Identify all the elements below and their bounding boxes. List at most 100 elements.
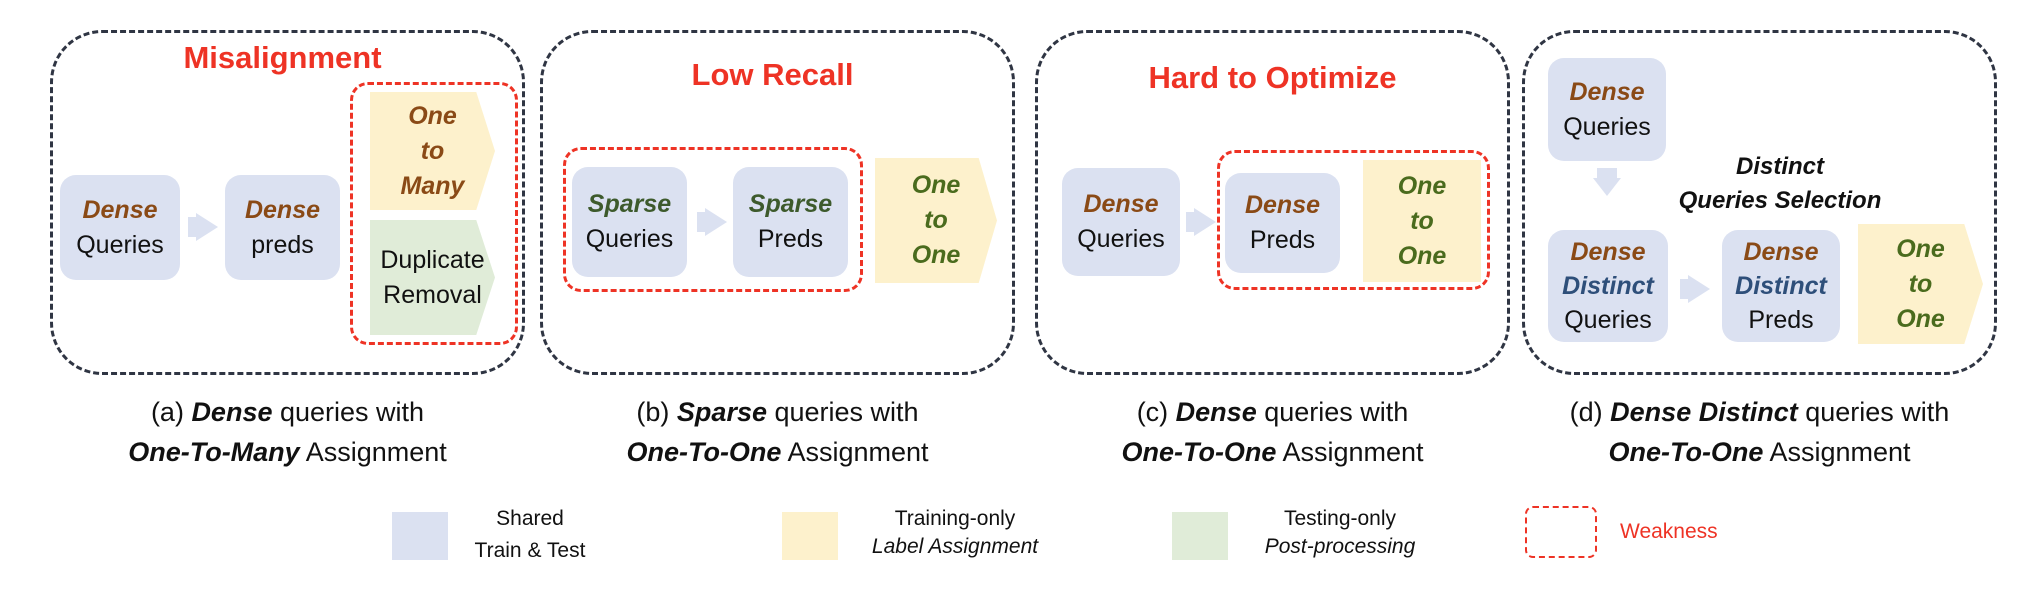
selection-line-2: Queries Selection	[1678, 187, 1882, 214]
arrow-body	[188, 217, 198, 237]
box-label-top: Dense	[1244, 191, 1321, 219]
selection-line-1: Distinct	[1735, 153, 1824, 180]
arrow-body	[1186, 212, 1196, 232]
caption-suffix: queries with	[1256, 397, 1409, 427]
assign-label-1: One	[408, 101, 457, 130]
assign-label-3: One	[911, 241, 961, 269]
legend-shared-swatch	[392, 512, 448, 560]
panel-c-dense-preds-box: Dense Preds	[1225, 173, 1340, 273]
box-label-bottom: Queries	[76, 230, 164, 259]
box-label-top: Dense	[1743, 238, 1819, 266]
box-label-top: Dense	[82, 195, 158, 224]
box-label-mid: Distinct	[1562, 272, 1654, 300]
panel-b-title: Low Recall	[691, 57, 854, 92]
assign-label-3: One	[1397, 241, 1447, 270]
box-label-bottom: Queries	[1564, 306, 1652, 334]
panel-d	[1522, 30, 1997, 375]
arrow-body	[1680, 279, 1690, 299]
caption-suffix: Assignment	[781, 437, 929, 467]
caption-line-2: One-To-Many Assignment	[40, 432, 535, 472]
assign-label-3: One	[1896, 304, 1945, 333]
assign-label-3: Many	[400, 171, 465, 200]
caption-line-2: One-To-One Assignment	[1025, 432, 1520, 472]
box-label-top: Dense	[244, 195, 321, 224]
box-label-top: Sparse	[748, 190, 833, 218]
caption-prefix: (a)	[150, 397, 192, 427]
caption-bold: One-To-One	[1121, 437, 1277, 467]
legend-shared-label: Shared Train & Test	[455, 505, 605, 565]
panel-a-one-to-many-block: One to Many	[370, 92, 495, 210]
box-label-bottom: Queries	[1563, 112, 1651, 141]
arrow-right-icon	[705, 208, 727, 236]
box-label-bottom: Preds	[1748, 306, 1814, 334]
caption-suffix: queries with	[766, 397, 919, 427]
assign-label-1: One	[1397, 171, 1447, 200]
panel-b-sparse-queries-box: Sparse Queries	[572, 167, 687, 277]
caption-bold: Sparse	[676, 397, 767, 427]
caption-bold: Dense	[191, 397, 273, 427]
legend-line-2: Post-processing	[1264, 535, 1416, 558]
panel-b-caption: (b) Sparse queries with One-To-One Assig…	[530, 392, 1025, 472]
panel-a	[50, 30, 525, 375]
box-label-bottom: Preds	[1249, 226, 1316, 254]
assign-label-2: to	[1410, 206, 1434, 235]
caption-line-2: One-To-One Assignment	[530, 432, 1025, 472]
caption-bold: One-To-Many	[128, 437, 300, 467]
box-label-top: Dense	[1083, 190, 1159, 218]
legend-line-1: Shared	[496, 507, 564, 530]
caption-line-1: (c) Dense queries with	[1025, 392, 1520, 432]
panel-a-dense-queries-box: Dense Queries	[60, 175, 180, 280]
legend-line-2: Train & Test	[474, 539, 586, 562]
legend-line-1: Testing-only	[1283, 507, 1397, 530]
legend-testing-label: Testing-only Post-processing	[1240, 505, 1440, 561]
arrow-body	[697, 212, 707, 232]
panel-d-dense-distinct-queries-box: Dense Distinct Queries	[1548, 230, 1668, 342]
legend-weakness-swatch	[1525, 506, 1597, 558]
box-label-top: Dense	[1570, 238, 1646, 266]
panel-d-dense-distinct-preds-box: Dense Distinct Preds	[1722, 230, 1840, 342]
legend-testing-swatch	[1172, 512, 1228, 560]
panel-d-selection-label: Distinct Queries Selection	[1660, 150, 1900, 218]
box-label-bottom: Queries	[1077, 225, 1165, 253]
caption-prefix: (c)	[1136, 397, 1176, 427]
caption-bold: Dense	[1175, 397, 1257, 427]
arrow-body	[1597, 168, 1617, 178]
panel-a-weakness-outline	[350, 82, 518, 345]
arrow-right-icon	[1194, 208, 1216, 236]
caption-line-1: (d) Dense Distinct queries with	[1512, 392, 2007, 432]
caption-line-2: One-To-One Assignment	[1512, 432, 2007, 472]
legend-line-1: Training-only	[894, 507, 1016, 530]
caption-suffix: Assignment	[1763, 437, 1911, 467]
panel-d-caption: (d) Dense Distinct queries with One-To-O…	[1512, 392, 2007, 472]
box-label-bottom: preds	[251, 230, 314, 259]
caption-line-1: (a) Dense queries with	[40, 392, 535, 432]
panel-b-one-to-one-block: One to One	[875, 158, 997, 283]
arrow-right-icon	[1688, 275, 1710, 303]
caption-suffix: queries with	[1797, 397, 1950, 427]
box-label-bottom: Queries	[585, 225, 674, 253]
caption-suffix: Assignment	[299, 437, 447, 467]
assign-label-1: One	[911, 171, 961, 199]
box-label-top: Sparse	[587, 190, 672, 218]
panel-c-caption: (c) Dense queries with One-To-One Assign…	[1025, 392, 1520, 472]
caption-line-1: (b) Sparse queries with	[530, 392, 1025, 432]
panel-d-one-to-one-block: One to One	[1858, 224, 1983, 344]
legend-weakness-label: Weakness	[1620, 520, 1718, 543]
caption-prefix: (b)	[636, 397, 677, 427]
assign-label-1: One	[1896, 234, 1945, 263]
assign-label-2: to	[420, 136, 445, 165]
legend-training-swatch	[782, 512, 838, 560]
box-label-mid: Distinct	[1735, 272, 1827, 300]
panel-d-dense-queries-box: Dense Queries	[1548, 58, 1666, 161]
panel-a-duplicate-removal-block: Duplicate Removal	[370, 220, 495, 335]
legend-training-label: Training-only Label Assignment	[850, 505, 1060, 561]
panel-b	[540, 30, 1015, 375]
legend-line-2: Label Assignment	[871, 535, 1039, 558]
box-label-top: Dense	[1569, 77, 1645, 106]
panel-b-weakness-outline	[563, 147, 863, 292]
arrow-right-icon	[196, 213, 218, 241]
caption-prefix: (d)	[1569, 397, 1611, 427]
caption-bold: Dense Distinct	[1610, 397, 1798, 427]
assign-label-2: to	[1908, 269, 1933, 298]
caption-suffix: queries with	[272, 397, 425, 427]
